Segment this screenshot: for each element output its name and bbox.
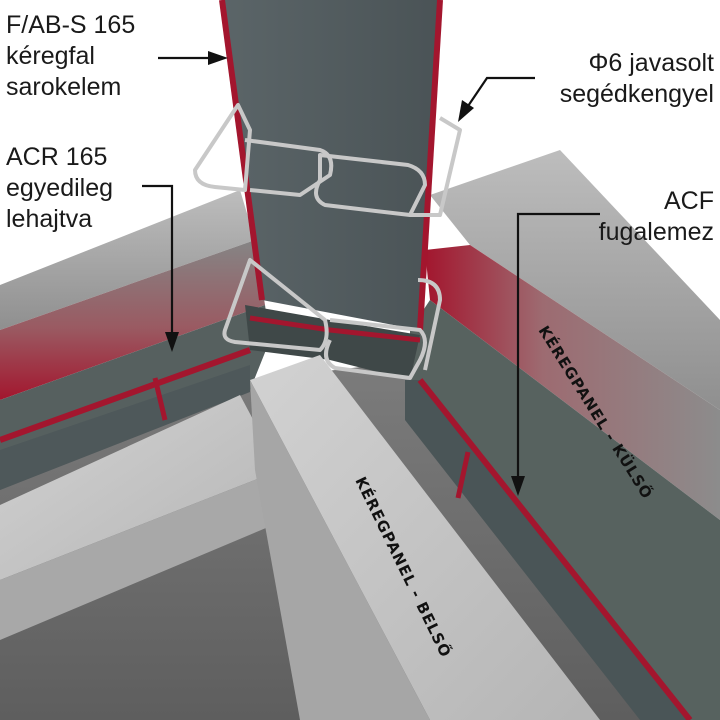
left-inner-panel-top	[0, 395, 280, 580]
stirrup-line-1: Φ6 javasolt	[588, 49, 714, 77]
inner-panel-top	[250, 355, 600, 720]
acf-label: ACF fugalemez	[599, 186, 714, 248]
corner-element-line-2: kéregfal	[6, 42, 95, 70]
right-outer-panel-top	[430, 150, 720, 410]
left-channel-face	[0, 365, 250, 490]
leader-lines	[142, 56, 600, 482]
acr-strip-left-drop	[152, 377, 168, 421]
acr-strip-left	[0, 347, 252, 443]
column-red-edge-right	[417, 0, 443, 331]
left-outer-panel-wall	[0, 240, 265, 400]
corner-element-line-3: sarokelem	[6, 73, 122, 101]
stirrup-rebars	[193, 103, 462, 380]
column-red-edge-left	[219, 0, 265, 301]
acr-label: ACR 165 egyedileg lehajtva	[6, 142, 113, 235]
stirrup-line-2: segédkengyel	[559, 80, 714, 108]
base-red-line	[249, 315, 421, 343]
leader-arrowheads	[165, 51, 525, 496]
left-inner-panel-side	[0, 470, 285, 640]
acr-line-2: egyedileg	[6, 174, 114, 202]
acf-line-2: fugalemez	[598, 218, 714, 246]
stirrup-label: Φ6 javasolt segédkengyel	[560, 48, 714, 110]
corner-element-line-1: F/AB-S 165	[6, 11, 136, 39]
acr-line-3: lehajtva	[6, 205, 93, 233]
left-outer-panel-top	[0, 190, 255, 330]
right-outer-panel-wall	[425, 245, 720, 520]
corner-element-label: F/AB-S 165 kéregfal sarokelem	[6, 10, 135, 103]
acf-strip-right	[417, 378, 693, 720]
right-steel-channel	[410, 300, 720, 720]
inner-panel-side	[250, 380, 430, 720]
acr-line-1: ACR 165	[6, 143, 108, 171]
acf-strip-right-drop	[455, 451, 471, 499]
acf-line-1: ACF	[664, 187, 714, 215]
